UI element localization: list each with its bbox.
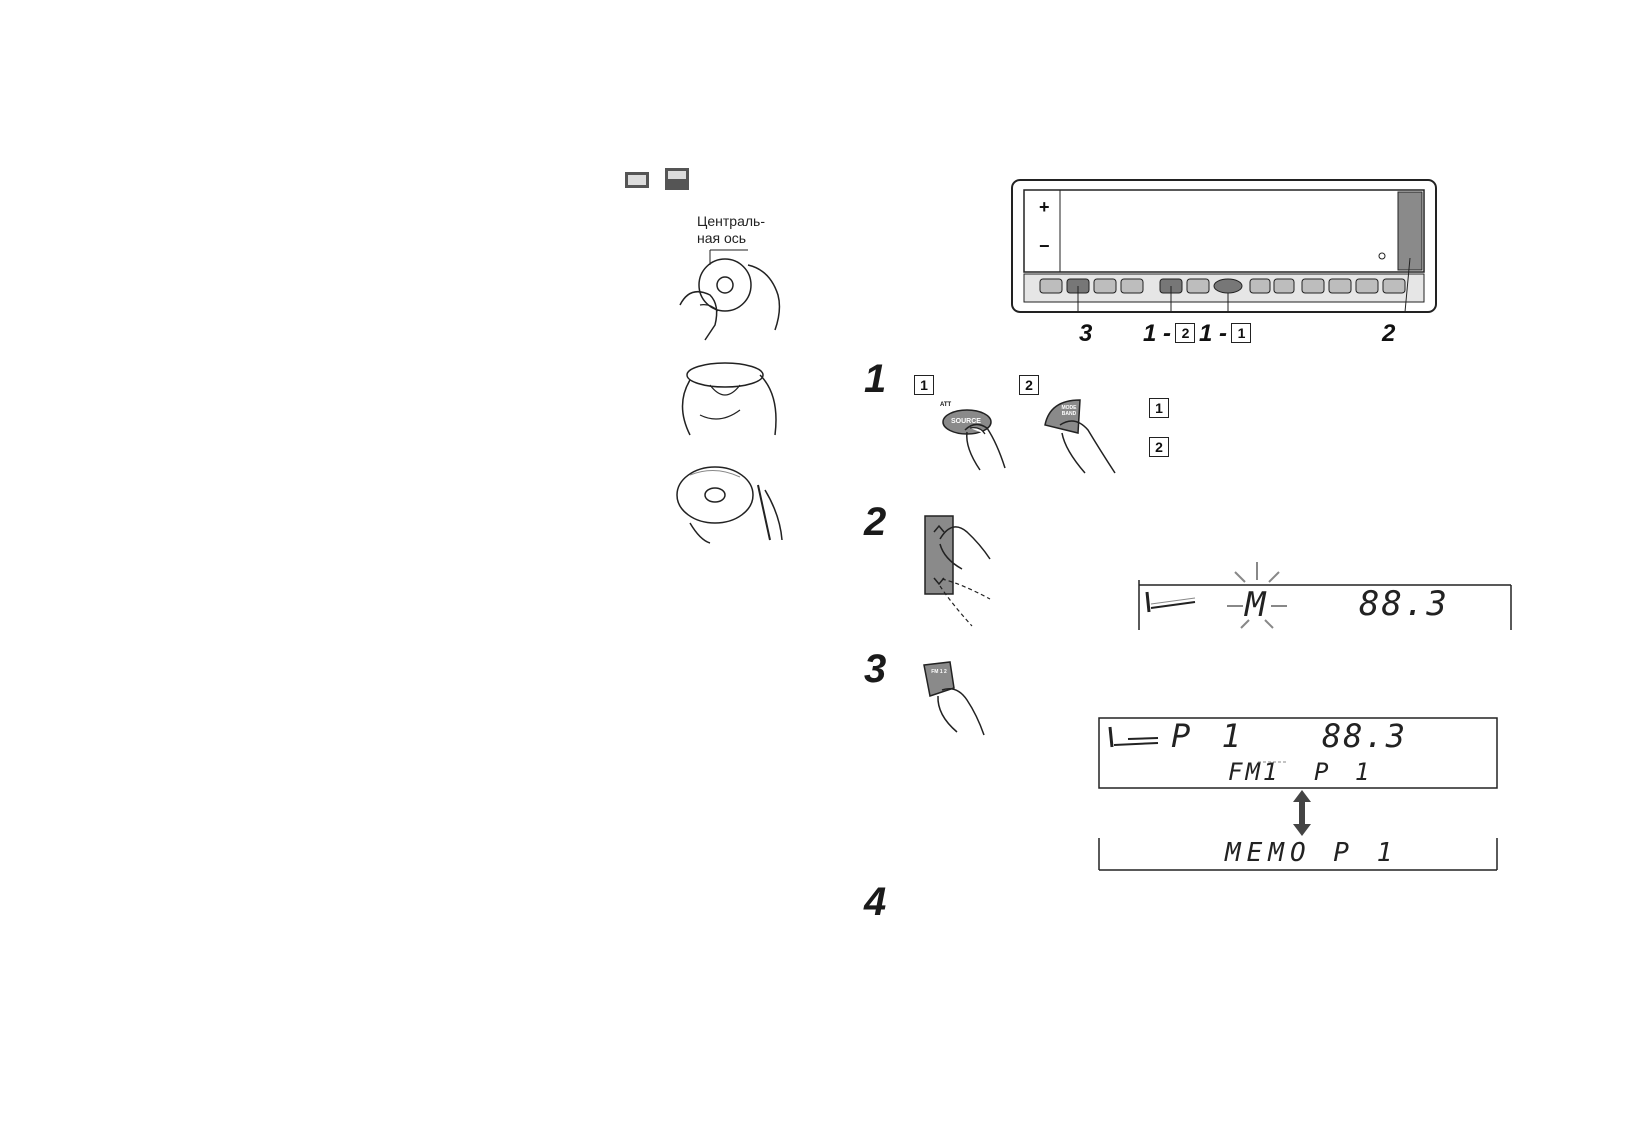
step-1-sub-1: 1: [914, 375, 934, 395]
step-1-legend-2: 2: [1149, 437, 1169, 457]
step-3-preset-small: P 1: [1314, 758, 1376, 786]
toggle-arrow-icon: [1293, 790, 1311, 836]
hand-holding-disc-illustration: [679, 249, 781, 341]
step-3-number: 3: [864, 647, 887, 691]
step-2-m-indicator: M: [1245, 585, 1272, 625]
callout-3: 3: [1079, 320, 1093, 347]
step-3-memo-text: MEMO P 1: [1225, 838, 1399, 868]
callout-2: 2: [1382, 320, 1396, 347]
callout-1-1: 1 - 1: [1199, 320, 1252, 348]
plus-button-symbol: +: [1039, 197, 1050, 217]
callout-prefix: 1 -: [1199, 320, 1228, 347]
step-2-lcd-display: [1138, 562, 1512, 630]
center-axis-label: Централь- ная ось: [697, 213, 765, 246]
callout-1-2: 1 - 2: [1143, 320, 1196, 348]
source-button-label: SOURCE: [951, 418, 981, 425]
preset-button-press-illustration: [923, 661, 985, 736]
callout-box: 1: [1231, 323, 1252, 343]
seek-button-press-illustration: [924, 515, 991, 627]
disc-type-icons: [623, 166, 693, 199]
step-3-lcd-display: [1098, 717, 1498, 789]
step-1-sub-2: 2: [1019, 375, 1039, 395]
att-label: ATT: [940, 402, 952, 408]
step-4-number: 4: [864, 880, 887, 924]
hands-cleaning-disc-illustration: [681, 362, 777, 436]
step-2-frequency: 88.3: [1359, 584, 1449, 624]
mode-band-button-label: MODE BAND: [1061, 405, 1077, 417]
step-3-preset: P 1: [1171, 717, 1247, 755]
step-1-number: 1: [864, 357, 887, 401]
disc-wiping-illustration: [676, 466, 783, 544]
callout-prefix: 1 -: [1143, 320, 1172, 347]
disc-format-icon: [625, 168, 689, 190]
step-3-band: FM1: [1228, 758, 1281, 786]
step-2-number: 2: [864, 500, 887, 544]
mode-band-button-press-illustration: [1044, 399, 1116, 474]
callout-box: 2: [1175, 323, 1196, 343]
minus-button-symbol: −: [1039, 236, 1050, 256]
car-unit-diagram: [1011, 179, 1437, 313]
step-3-frequency: 88.3: [1322, 717, 1408, 755]
step-3-memo-display: [1098, 838, 1498, 871]
source-button-press-illustration: [942, 409, 1006, 471]
preset-button-label: FM 1 2: [931, 669, 947, 675]
step-1-legend-1: 1: [1149, 398, 1169, 418]
